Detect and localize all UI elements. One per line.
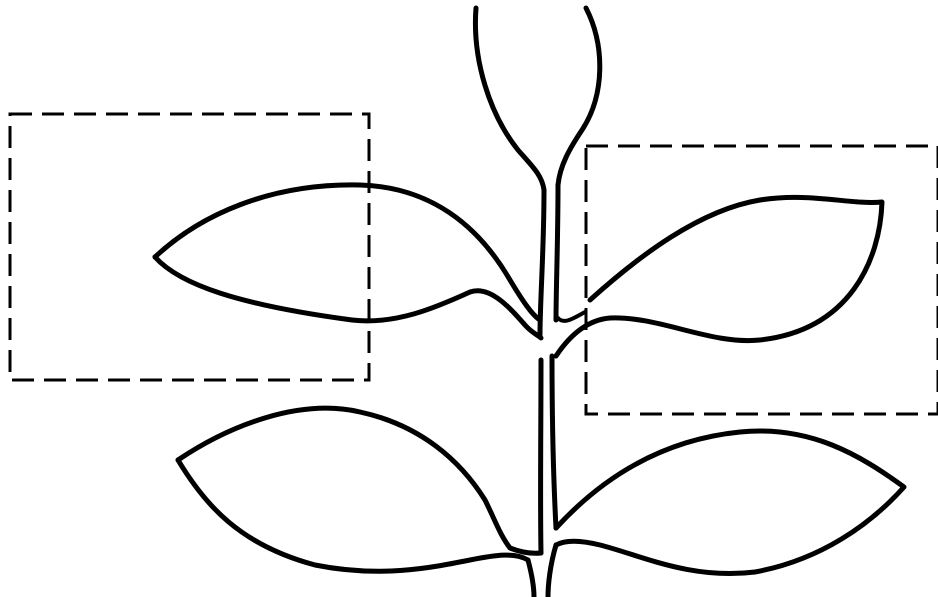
bottom-stem-right <box>548 545 556 597</box>
upper-left-leaf-underside <box>155 257 541 338</box>
main-stem-right <box>556 185 558 320</box>
lower-right-leaf <box>556 431 904 574</box>
top-bud-right-side <box>558 8 600 185</box>
main-stem-left <box>540 190 544 335</box>
upper-right-leaf <box>556 197 882 356</box>
bottom-stem-left <box>528 560 534 597</box>
lower-left-leaf <box>178 408 541 553</box>
left-dashed-box <box>10 114 369 380</box>
upper-right-leaf-base <box>558 312 585 321</box>
upper-left-leaf <box>155 185 540 320</box>
top-bud <box>475 8 544 190</box>
lower-stem-right <box>552 356 556 528</box>
lower-left-leaf-underside <box>178 460 528 571</box>
right-dashed-box <box>586 146 938 414</box>
